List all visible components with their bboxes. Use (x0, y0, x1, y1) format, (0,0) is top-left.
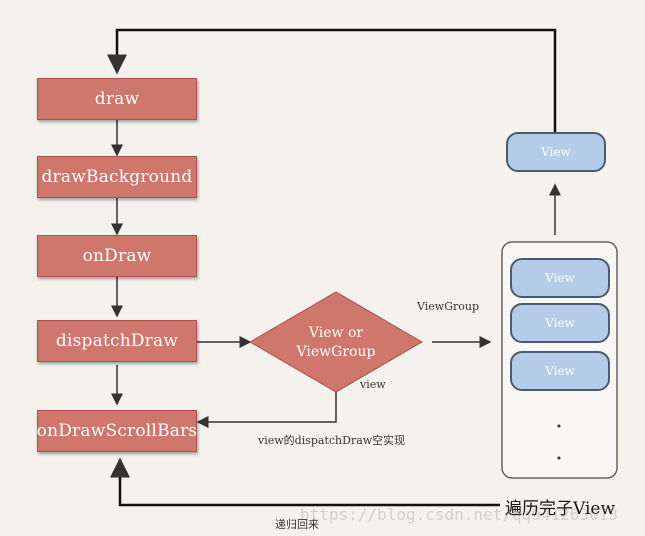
child-view-box-2: View (510, 303, 610, 343)
ondrawscrollbars-box: onDrawScrollBars (37, 410, 197, 452)
viewgroup-branch-label: ViewGroup (417, 300, 479, 313)
loop-arrow-to-draw (107, 28, 557, 132)
child-view-box-1: View (510, 258, 610, 298)
decision-label: View or ViewGroup (270, 324, 402, 362)
recursion-label: 递归回来 (275, 518, 319, 531)
decision-diamond-shape (249, 291, 423, 393)
recursion-arrow (110, 457, 500, 507)
view-branch-label: view (360, 378, 386, 391)
decision-line2: ViewGroup (296, 344, 376, 360)
top-view-box: View (506, 132, 606, 172)
traverse-label: 遍历完子View (505, 499, 616, 519)
child-view-box-3: View (510, 351, 610, 391)
empty-impl-label: view的dispatchDraw空实现 (258, 434, 406, 447)
watermark: https://blog.csdn.net/qq941263013 (300, 505, 618, 524)
arrow-view-to-scrollbars (196, 392, 337, 428)
ondraw-box: onDraw (37, 235, 197, 277)
ellipsis-dot (557, 424, 561, 428)
decision-line1: View or (308, 325, 364, 341)
drawbackground-box: drawBackground (37, 156, 197, 198)
draw-box: draw (37, 78, 197, 120)
dispatchdraw-box: dispatchDraw (37, 320, 197, 362)
ellipsis-dot (557, 456, 561, 460)
